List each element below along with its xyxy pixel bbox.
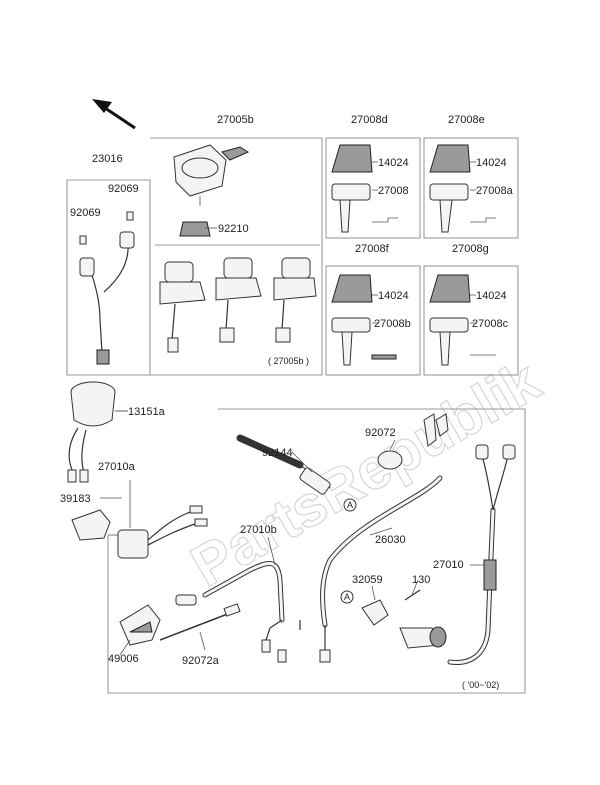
part-label-27008: 27008 — [378, 185, 409, 197]
part-label-14024-d: 14024 — [476, 290, 507, 302]
leader-lines — [108, 227, 484, 656]
part-label-92069-b: 92069 — [70, 207, 101, 219]
part-label-49006: 49006 — [108, 653, 139, 665]
bracket-39183 — [71, 509, 111, 541]
part-label-92072: 92072 — [365, 427, 396, 439]
part-label-27005b-paren: ( 27005b ) — [268, 356, 309, 366]
part-label-23016: 23016 — [92, 153, 123, 165]
clamp-92072 — [377, 413, 449, 470]
key-cylinder-27008e — [429, 144, 496, 233]
harness-27010 — [447, 444, 516, 666]
switch-cap-13151a — [67, 381, 128, 483]
part-label-92210: 92210 — [218, 223, 249, 235]
part-label-39183: 39183 — [60, 493, 91, 505]
front-direction-arrow-icon — [92, 99, 136, 130]
part-label-27008b: 27008b — [374, 318, 411, 330]
ref-a-label-1: A — [347, 500, 353, 510]
key-cylinder-27008g — [429, 274, 496, 366]
part-label-14024-a: 14024 — [378, 157, 409, 169]
part-label-27005b: 27005b — [217, 114, 254, 126]
group-box-27005b — [150, 137, 323, 376]
part-label-14024-b: 14024 — [476, 157, 507, 169]
switch-variant-2 — [215, 257, 262, 343]
part-label-13151a: 13151a — [128, 406, 166, 418]
group-box-main-harness — [107, 408, 526, 694]
part-label-27008e: 27008e — [448, 114, 485, 126]
cable-27010b — [175, 561, 287, 663]
group-box-27008e — [423, 137, 519, 239]
key-cylinder-27008f — [331, 274, 397, 366]
sub-harness-23016 — [79, 211, 135, 365]
part-label-14024-c: 14024 — [378, 290, 409, 302]
band-92072a — [159, 603, 241, 641]
part-label-92069-a: 92069 — [108, 183, 139, 195]
switch-variant-1 — [159, 261, 206, 353]
ignition-switch-body — [173, 144, 250, 237]
model-years-note: ( '00~'02) — [462, 680, 499, 690]
part-label-27010a: 27010a — [98, 461, 136, 473]
key-cylinder-27008d — [331, 144, 398, 233]
part-label-27008c: 27008c — [472, 318, 509, 330]
part-label-27008d: 27008d — [351, 114, 388, 126]
part-label-27010b: 27010b — [240, 524, 277, 536]
group-box-27008g — [423, 265, 519, 376]
part-label-130: 130 — [412, 574, 430, 586]
part-label-27010: 27010 — [433, 559, 464, 571]
part-label-27008g: 27008g — [452, 243, 489, 255]
ref-a-label-2: A — [344, 592, 350, 602]
part-label-27008f: 27008f — [355, 243, 390, 255]
cable-26030 — [299, 475, 443, 663]
part-label-26030: 26030 — [375, 534, 406, 546]
part-label-27008a: 27008a — [476, 185, 514, 197]
ref-circle-a-1: A — [343, 498, 357, 512]
group-box-27008f — [325, 265, 421, 376]
part-label-92072a: 92072a — [182, 655, 220, 667]
switch-variant-3 — [273, 257, 317, 343]
part-label-32059: 32059 — [352, 574, 383, 586]
group-box-27008d — [325, 137, 421, 239]
cable-92144 — [236, 434, 331, 495]
connector-32059 — [361, 589, 447, 649]
switch-27010a — [117, 505, 208, 559]
part-label-92144: 92144 — [262, 447, 293, 459]
ref-circle-a-2: A — [340, 590, 354, 604]
housing-49006 — [119, 604, 161, 646]
